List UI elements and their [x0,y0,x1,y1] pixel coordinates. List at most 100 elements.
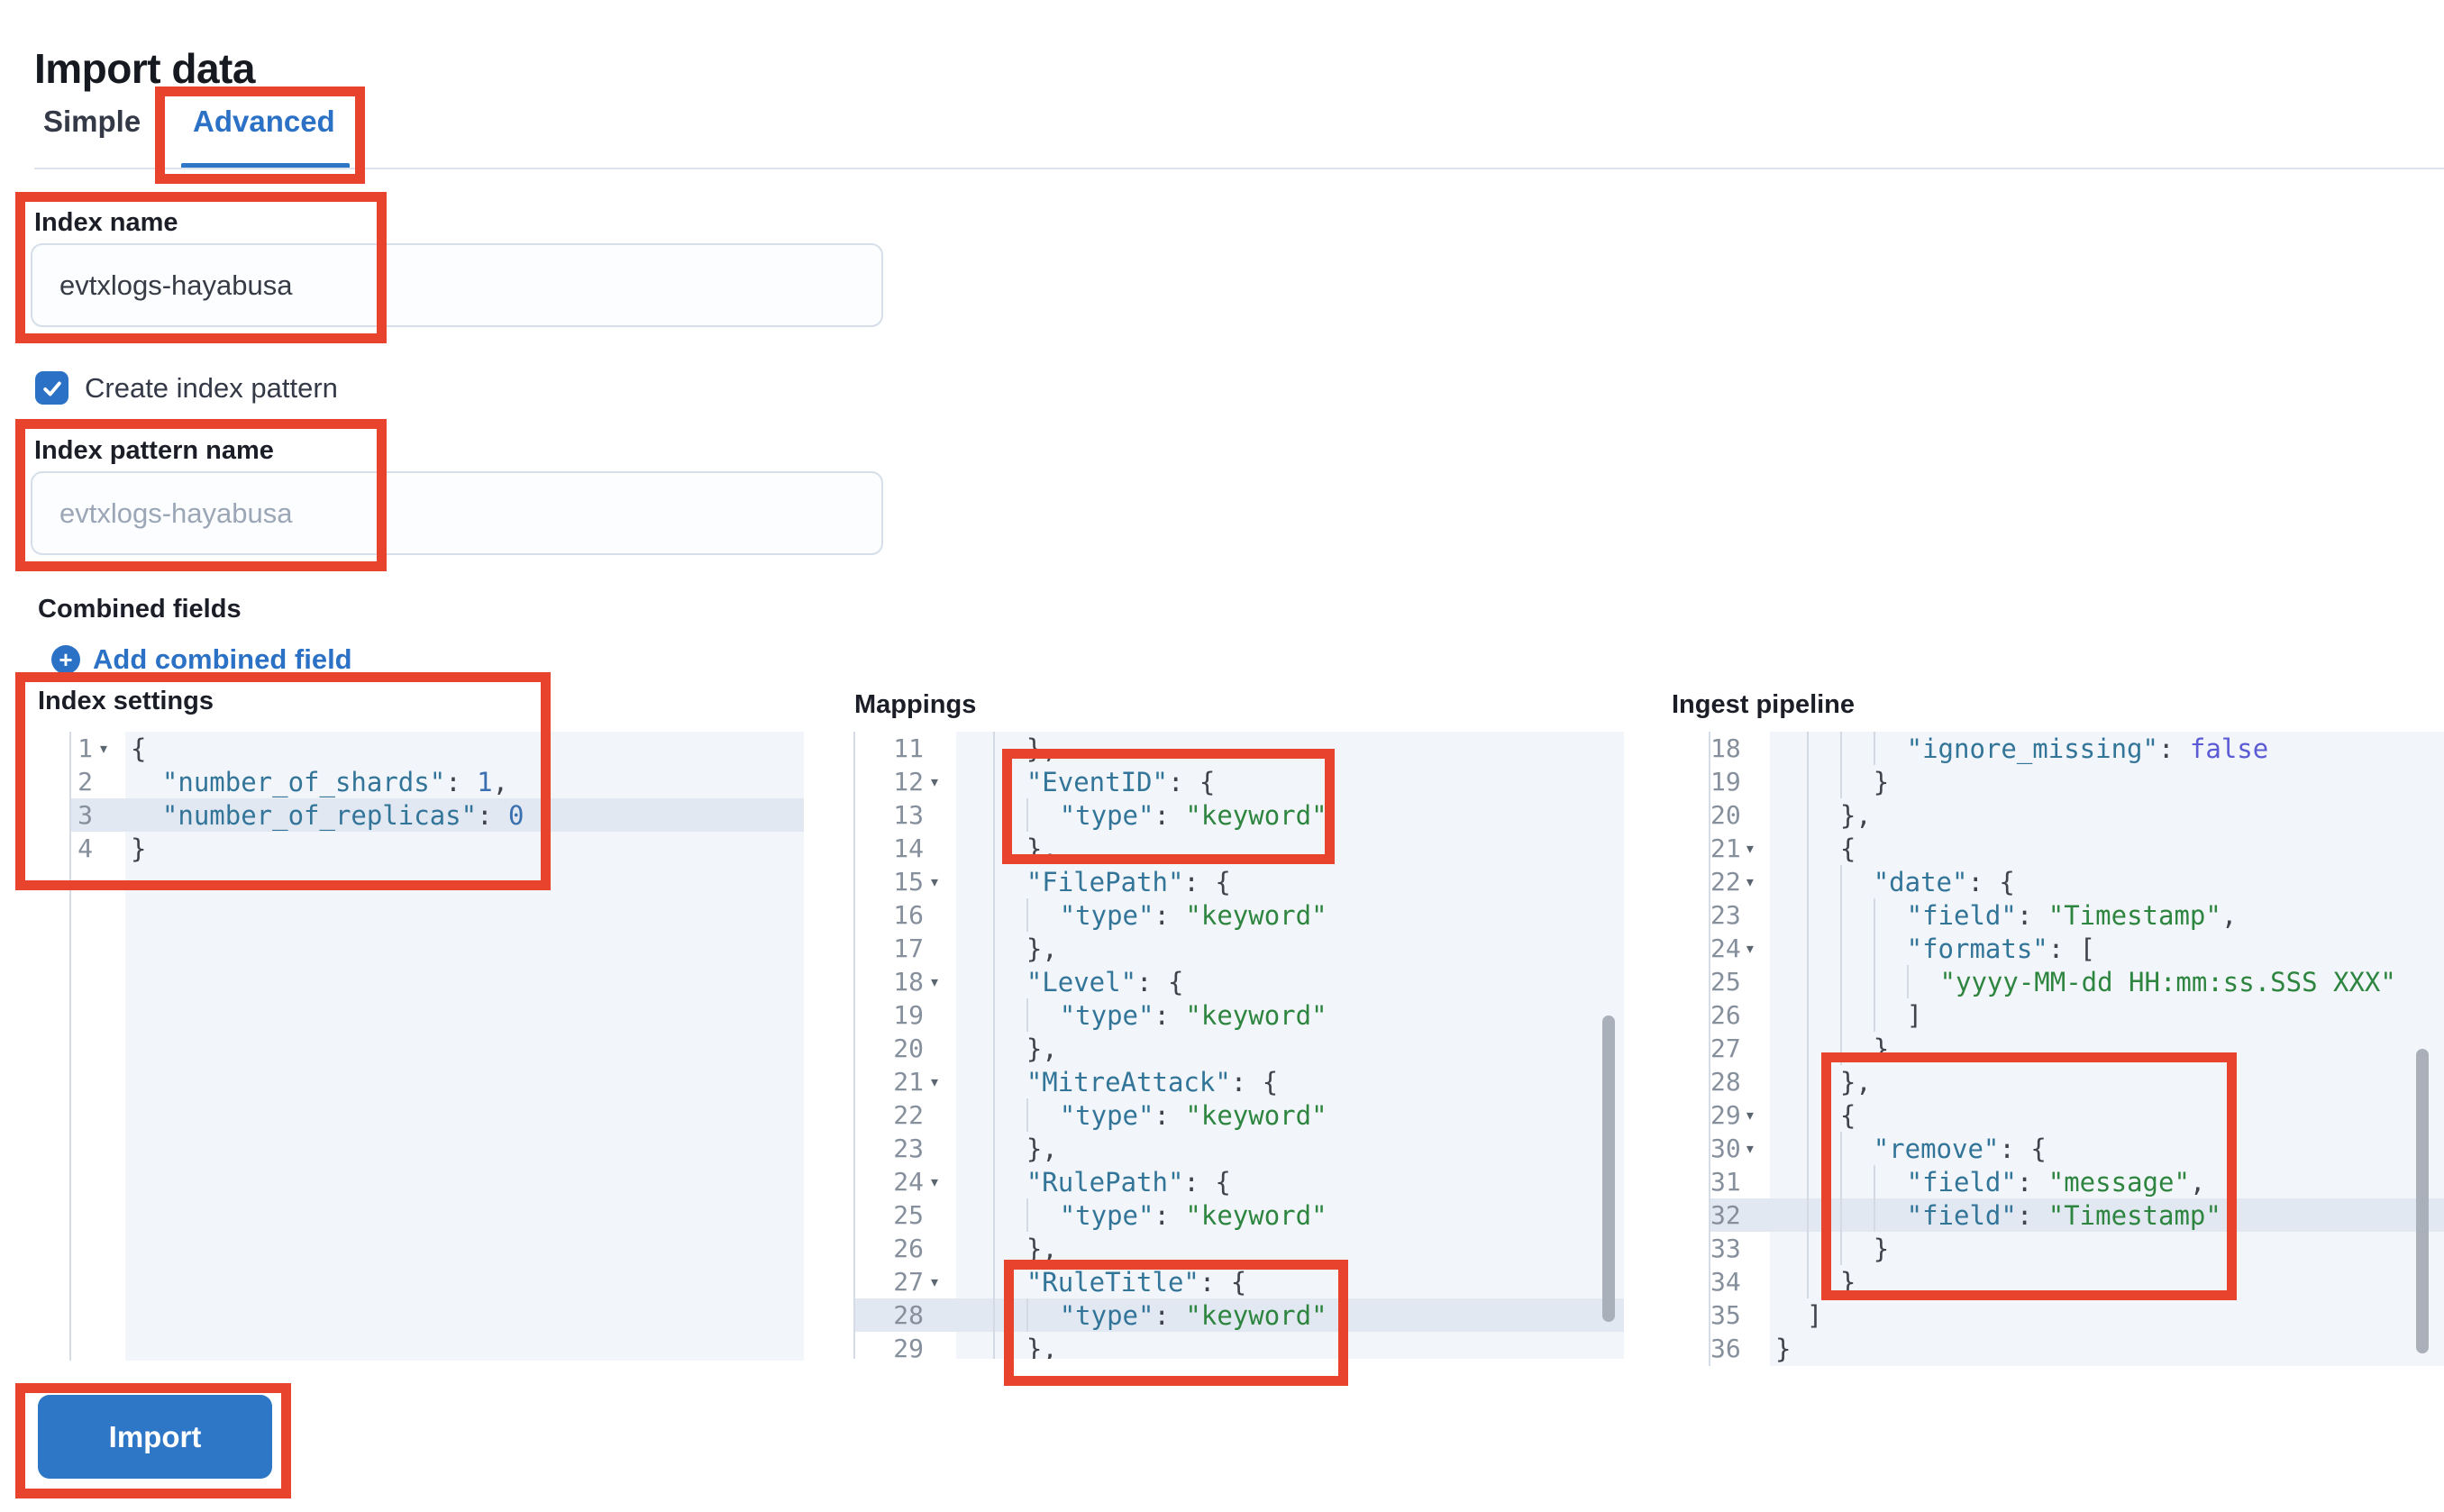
indent-guide [1873,932,1907,965]
indent-guide [1806,1032,1840,1065]
plus-circle-icon: + [51,645,80,674]
code-line: 23}, [855,1132,1624,1165]
fold-arrow-icon[interactable]: ▾ [930,774,939,790]
index-settings-title: Index settings [38,687,214,715]
code-line: 36} [1710,1332,2444,1365]
indent-guide [992,1165,1026,1198]
line-number: 18 [893,967,924,997]
code-line: 33} [1710,1232,2444,1265]
import-button[interactable]: Import [38,1395,272,1479]
mappings-scrollbar-thumb[interactable] [1602,1016,1615,1322]
indent-guide [1806,1165,1840,1198]
code-line: 14}, [855,832,1624,865]
indent-guide [1873,965,1907,998]
fold-arrow-icon[interactable]: ▾ [1746,941,1754,957]
checkbox-checked-icon [35,371,68,405]
index-pattern-name-input[interactable] [31,471,883,555]
indent-guide [1806,932,1840,965]
line-number: 26 [1710,1000,1741,1030]
fold-arrow-icon[interactable]: ▾ [930,1074,939,1090]
check-icon [42,381,61,396]
create-index-pattern-checkbox[interactable]: Create index pattern [35,371,338,405]
page-title: Import data [34,44,255,92]
line-number: 27 [893,1267,924,1297]
code-text: "ignore_missing": false [1770,732,2444,765]
code-line: 15▾"FilePath": { [855,865,1624,898]
line-number: 29 [893,1334,924,1359]
fold-arrow-icon[interactable]: ▾ [1746,874,1754,890]
indent-guide [992,1298,1026,1332]
fold-arrow-icon[interactable]: ▾ [930,874,939,890]
code-line: 3"number_of_replicas": 0 [71,798,804,832]
line-number: 32 [1710,1200,1741,1230]
indent-guide [1873,732,1907,765]
indent-guide [1806,1132,1840,1165]
ingest-pipeline-scrollbar-thumb[interactable] [2416,1049,2429,1353]
code-text: } [1775,1333,1792,1364]
code-text: ] [1770,998,2444,1032]
code-line: 11}, [855,732,1624,765]
mappings-title: Mappings [854,690,977,719]
indent-guide [992,832,1026,865]
indent-guide [992,1065,1026,1098]
fold-arrow-icon[interactable]: ▾ [1746,1107,1754,1124]
indent-guide [992,1332,1026,1359]
combined-fields-label: Combined fields [38,595,242,624]
fold-arrow-icon[interactable]: ▾ [930,1274,939,1290]
code-text: "number_of_shards": 1, [161,766,509,797]
indent-guide [1806,1098,1840,1132]
indent-guide [1839,865,1874,898]
line-number: 28 [893,1300,924,1330]
fold-arrow-icon[interactable]: ▾ [99,741,108,757]
mappings-editor[interactable]: 11},12▾"EventID": {13"type": "keyword"14… [853,732,1624,1359]
tab-advanced[interactable]: Advanced [193,105,335,138]
fold-arrow-icon[interactable]: ▾ [1746,841,1754,857]
line-number: 12 [893,767,924,797]
index-pattern-name-label: Index pattern name [34,436,274,465]
line-number: 24 [893,1167,924,1197]
index-settings-editor[interactable]: 1▾{2"number_of_shards": 1,3"number_of_re… [69,732,804,1361]
line-number: 19 [893,1000,924,1030]
code-text: { [131,733,147,764]
indent-guide [1839,1132,1874,1165]
code-text: } [1770,1032,2444,1065]
code-line: 29▾{ [1710,1098,2444,1132]
indent-guide [992,965,1026,998]
ingest-pipeline-title: Ingest pipeline [1672,690,1856,719]
code-text: }, [956,1232,1624,1265]
selected-tab-underline [181,163,350,169]
code-line: 31"field": "message", [1710,1165,2444,1198]
code-text: "type": "keyword" [956,798,1624,832]
indent-guide [992,865,1026,898]
line-number: 20 [893,1034,924,1063]
code-text: }, [956,732,1624,765]
tab-simple[interactable]: Simple [43,105,141,138]
add-combined-field-link[interactable]: + Add combined field [51,643,352,676]
code-text: }, [956,832,1624,865]
code-text: "date": { [1770,865,2444,898]
index-name-input[interactable] [31,243,883,327]
code-line: 35] [1710,1298,2444,1332]
code-text: "type": "keyword" [956,1198,1624,1232]
indent-guide [1026,1198,1060,1232]
indent-guide [1839,1032,1874,1065]
indent-guide [1806,898,1840,932]
code-text: }, [956,932,1624,965]
fold-arrow-icon[interactable]: ▾ [930,1174,939,1190]
fold-arrow-icon[interactable]: ▾ [1746,1141,1754,1157]
indent-guide [1839,1198,1874,1232]
code-line: 20}, [1710,798,2444,832]
indent-guide [992,1132,1026,1165]
line-number: 33 [1710,1234,1741,1263]
code-line: 25"type": "keyword" [855,1198,1624,1232]
fold-arrow-icon[interactable]: ▾ [930,974,939,990]
code-line: 1▾{ [71,732,804,765]
code-line: 29}, [855,1332,1624,1359]
code-text: "remove": { [1770,1132,2444,1165]
index-name-label: Index name [34,208,178,237]
code-line: 27} [1710,1032,2444,1065]
line-number: 3 [78,800,93,830]
indent-guide [992,932,1026,965]
line-number: 23 [893,1134,924,1163]
